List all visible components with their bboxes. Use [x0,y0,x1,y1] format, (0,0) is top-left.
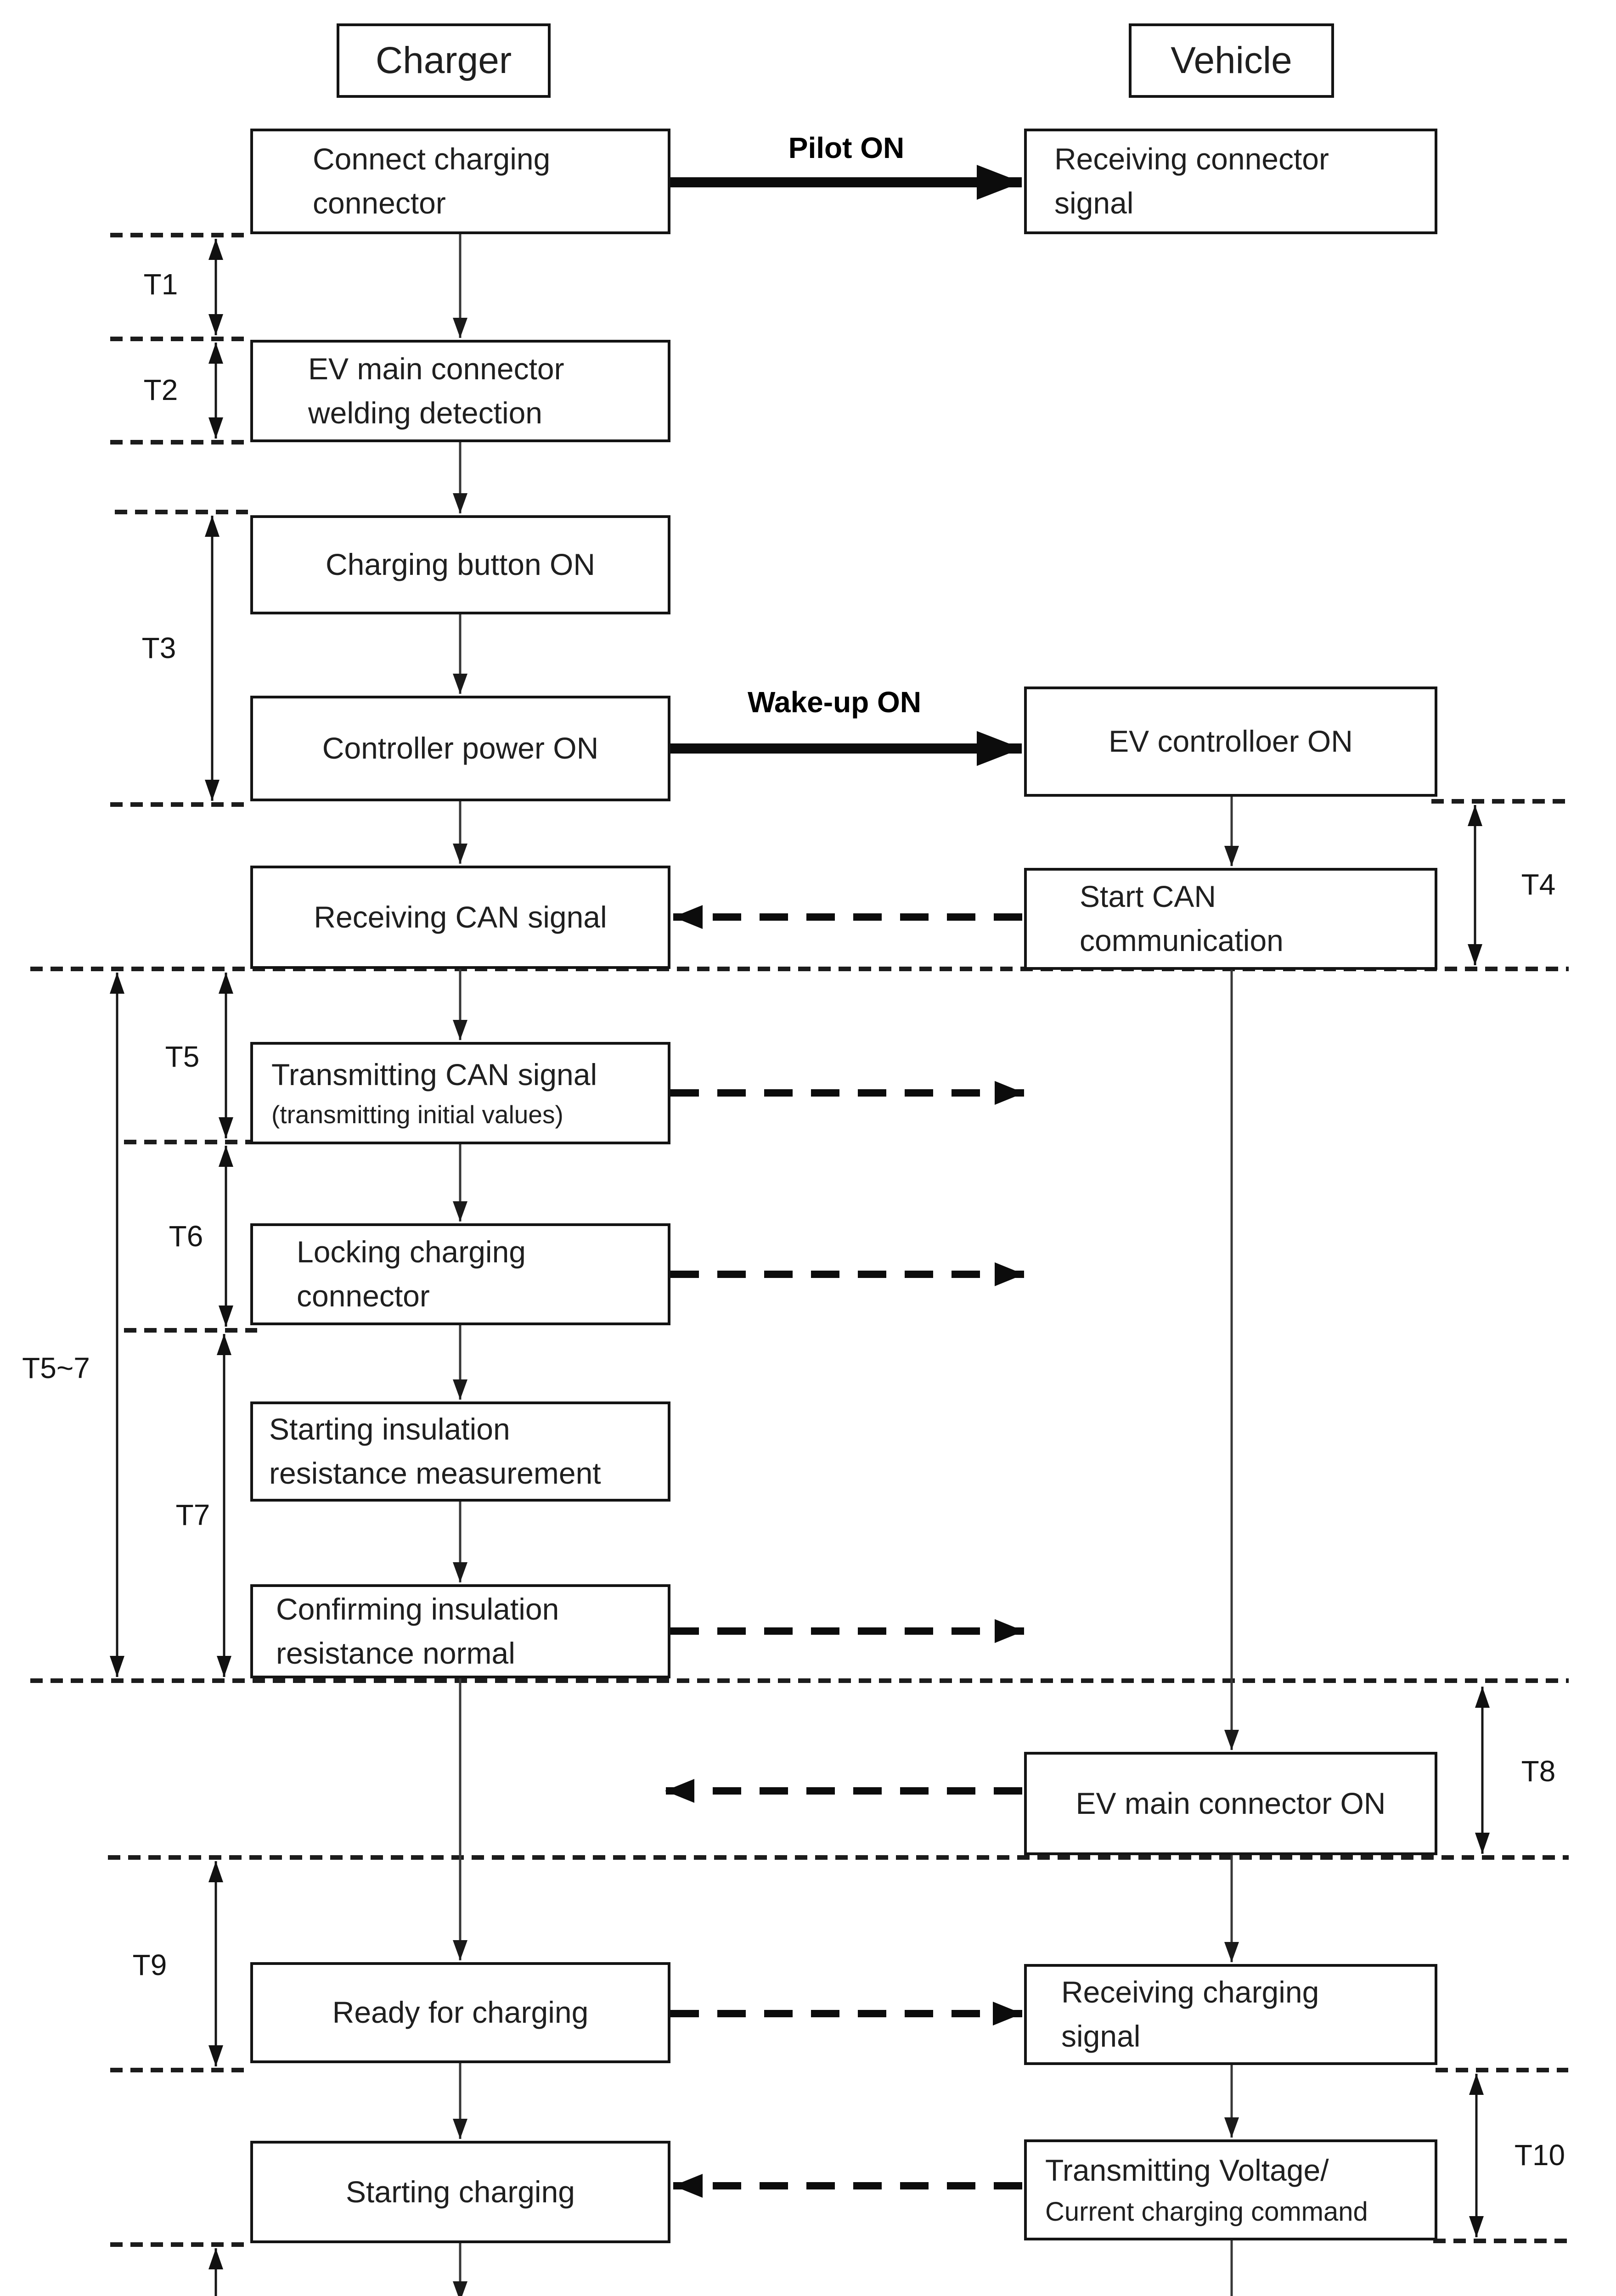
vehicle-column-header: Vehicle [1129,23,1334,98]
step-label-line: Starting insulation [269,1412,510,1446]
charger-header-label: Charger [375,39,512,81]
solid-message-arrows [670,165,1022,766]
step-starting-charging: Starting charging [250,2141,670,2243]
step-transmitting-voltage-current-charging-command: Transmitting Voltage/ Current charging c… [1024,2139,1437,2240]
timing-label-t4: T4 [1521,868,1556,901]
pilot-on-label: Pilot ON [788,131,905,164]
step-label-line: Starting charging [346,2174,575,2209]
timing-label-t10: T10 [1514,2138,1565,2172]
timing-label-t6: T6 [169,1220,203,1253]
timing-label-t7: T7 [175,1498,210,1531]
step-label-line: EV controlloer ON [1109,724,1353,759]
step-starting-insulation-resistance-measurement: Starting insulation resistance measureme… [250,1401,670,1502]
step-label-line: (transmitting initial values) [271,1100,563,1129]
charger-column-header: Charger [337,23,551,98]
step-label-line: connector [313,186,446,220]
step-receiving-can-signal: Receiving CAN signal [250,866,670,969]
step-label-line: connector [297,1279,430,1313]
timing-label-t5: T5 [165,1040,200,1073]
step-label-line: EV main connector ON [1075,1786,1386,1820]
step-start-can-communication: Start CAN communication [1024,868,1437,970]
step-label-line: signal [1061,2019,1141,2053]
wake-up-on-label: Wake-up ON [747,686,922,719]
vehicle-header-label: Vehicle [1171,39,1292,81]
step-ev-main-connector-welding-detection: EV main connector welding detection [250,340,670,442]
step-label-line: Connect charging [313,142,551,176]
dashed-message-arrows [665,905,1024,2198]
timing-label-t8: T8 [1521,1755,1556,1788]
step-label-line: Current charging command [1045,2196,1368,2227]
step-ev-main-connector-on: EV main connector ON [1024,1752,1437,1855]
timing-label-t2: T2 [143,373,178,406]
step-label-line: Start CAN [1080,879,1216,914]
step-controller-power-on: Controller power ON [250,696,670,801]
step-connect-charging-connector: Connect charging connector [250,129,670,234]
step-charging-button-on: Charging button ON [250,515,670,614]
step-label-line: Confirming insulation [276,1592,559,1626]
step-ready-for-charging: Ready for charging [250,1962,670,2063]
step-receiving-charging-signal: Receiving charging signal [1024,1964,1437,2065]
step-label-line: signal [1054,186,1134,220]
step-label-line: welding detection [308,395,543,430]
step-label-line: Receiving connector [1054,142,1329,176]
timing-label-t1: T1 [143,268,178,301]
step-label-line: resistance normal [276,1636,515,1670]
step-label-line: Transmitting CAN signal [271,1057,597,1092]
step-label-line: Locking charging [297,1235,526,1269]
timing-measure-arrows [110,239,1490,2296]
step-confirming-insulation-resistance-normal: Confirming insulation resistance normal [250,1584,670,1678]
step-label-line: communication [1080,923,1284,957]
step-label-line: Charging button ON [325,547,595,582]
step-label-line: Controller power ON [322,731,599,765]
step-transmitting-can-signal: Transmitting CAN signal (transmitting in… [250,1042,670,1144]
timing-label-t3: T3 [141,631,176,664]
step-label-line: Receiving CAN signal [314,900,607,934]
step-locking-charging-connector: Locking charging connector [250,1223,670,1325]
step-label-line: Transmitting Voltage/ [1045,2153,1329,2188]
step-label-line: resistance measurement [269,1456,601,1490]
step-receiving-connector-signal: Receiving connector signal [1024,129,1437,234]
timing-label-t9: T9 [132,1948,167,1981]
step-label-line: EV main connector [308,351,564,386]
step-ev-controlloer-on: EV controlloer ON [1024,687,1437,797]
step-label-line: Ready for charging [332,1995,589,2030]
timing-label-t5-7: T5~7 [22,1351,90,1384]
step-label-line: Receiving charging [1061,1975,1319,2009]
